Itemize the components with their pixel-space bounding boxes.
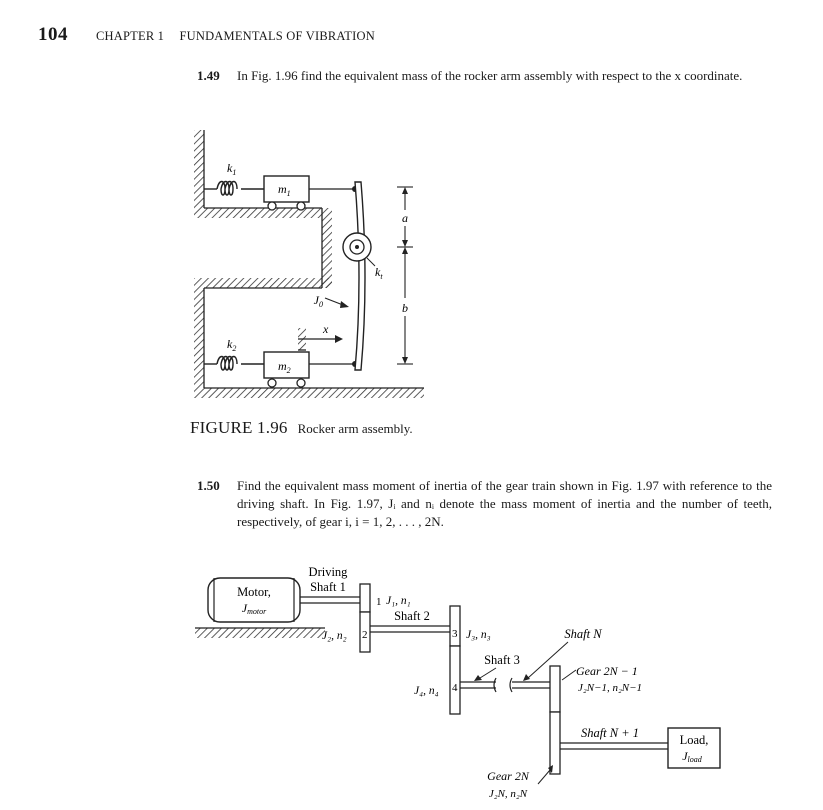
spring-k2 — [204, 355, 264, 371]
motor — [207, 577, 301, 623]
label-driving: Driving — [309, 565, 349, 579]
label-gear-2N-1: Gear 2N − 1 — [576, 664, 638, 678]
mass-m2 — [263, 351, 310, 388]
figure-caption: FIGURE 1.96 Rocker arm assembly. — [190, 418, 413, 438]
figure-caption-text: Rocker arm assembly. — [297, 421, 413, 436]
gear-2N — [549, 711, 561, 775]
running-header: CHAPTER 1 FUNDAMENTALS OF VIBRATION — [96, 29, 375, 44]
label-b: b — [402, 301, 408, 315]
label-J1-n1: J₁, n₁ — [386, 595, 411, 607]
page-number: 104 — [38, 24, 68, 45]
label-shaft-N1: Shaft N + 1 — [581, 726, 639, 740]
label-shaft-1: Shaft 1 — [310, 580, 346, 594]
gear-3-number: 3 — [452, 628, 458, 640]
gear-4-number: 4 — [452, 682, 458, 694]
x-arrow: x — [298, 322, 343, 343]
mass-m1 — [263, 175, 310, 211]
problem-number: 1.50 — [197, 478, 220, 493]
figure-gear-train: Motor, Jmotor Driving Shaft 1 1 J₁, n₁ 2… — [195, 565, 721, 800]
label-J2N: J₂N, n₂N — [489, 788, 528, 800]
label-J2N-1: J₂N−1, n₂N−1 — [578, 682, 642, 694]
label-a: a — [402, 211, 408, 225]
label-motor: Motor, — [237, 585, 271, 599]
label-m2: m2 — [278, 359, 291, 375]
chapter-label: CHAPTER 1 — [96, 29, 165, 43]
figure-rocker-arm: k1 m1 k2 m2 x J0 kt — [194, 130, 424, 398]
problem-text: Find the equivalent mass moment of inert… — [237, 478, 772, 529]
figure-label: FIGURE 1.96 — [190, 418, 288, 437]
label-kt: kt — [375, 265, 383, 281]
rocker-arm — [342, 181, 372, 371]
spring-k1 — [204, 180, 264, 196]
label-J3-n3: J₃, n₃ — [466, 629, 491, 641]
label-gear-2N: Gear 2N — [487, 769, 530, 783]
label-shaft-3: Shaft 3 — [484, 653, 520, 667]
problem-number: 1.49 — [197, 68, 220, 83]
gear-2N-1 — [549, 665, 561, 713]
label-shaft-2: Shaft 2 — [394, 609, 430, 623]
chapter-title: FUNDAMENTALS OF VIBRATION — [179, 29, 375, 43]
gear-1-number: 1 — [376, 596, 382, 608]
gear-1 — [359, 583, 371, 613]
problem-1-50: 1.50 Find the equivalent mass moment of … — [197, 477, 772, 531]
label-J4-n4: J₄, n₄ — [414, 685, 439, 697]
label-J0: J0 — [314, 293, 323, 309]
label-J-load: Jload — [682, 749, 703, 764]
label-k1: k1 — [227, 161, 236, 177]
label-J2-n2: J₂, n₂ — [322, 630, 347, 642]
gear-2-number: 2 — [362, 629, 368, 641]
label-load: Load, — [680, 733, 709, 747]
label-J-motor: Jmotor — [242, 601, 267, 616]
label-k2: k2 — [227, 337, 236, 353]
load — [667, 727, 721, 769]
ground-hatching — [195, 628, 325, 638]
gear-3 — [449, 605, 461, 647]
problem-1-49: 1.49 In Fig. 1.96 find the equivalent ma… — [197, 67, 772, 85]
label-shaft-N: Shaft N — [564, 627, 602, 641]
problem-text: In Fig. 1.96 find the equivalent mass of… — [237, 68, 743, 83]
gear-4 — [449, 645, 461, 715]
label-m1: m1 — [278, 182, 291, 198]
label-x: x — [322, 322, 329, 336]
